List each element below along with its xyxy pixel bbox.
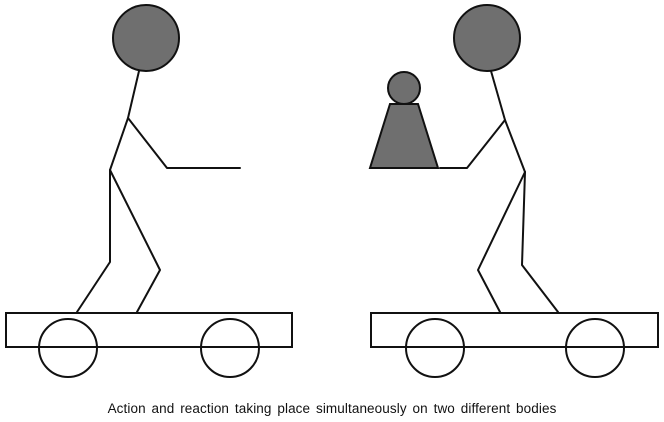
left-person-back-leg <box>76 169 111 313</box>
left-person-head <box>112 4 180 72</box>
right-person-torso <box>490 70 526 173</box>
weight-knob <box>387 71 421 105</box>
right-trolley-wheel-front <box>565 318 625 378</box>
left-person-figure <box>76 4 241 313</box>
right-person-arm <box>439 119 506 169</box>
right-trolley-wheel-rear <box>405 318 465 378</box>
right-trolley <box>370 312 659 378</box>
left-person-torso <box>109 70 140 171</box>
right-trolley-platform <box>370 312 659 348</box>
right-person-figure <box>439 4 559 313</box>
left-person-arm <box>127 117 241 169</box>
left-trolley-platform <box>5 312 293 348</box>
left-trolley <box>5 312 293 378</box>
weight-object <box>368 71 440 169</box>
right-person-head <box>453 4 521 72</box>
left-trolley-wheel-front <box>200 318 260 378</box>
left-trolley-wheel-rear <box>38 318 98 378</box>
right-person-back-leg <box>521 171 559 313</box>
left-person-front-leg <box>109 169 161 313</box>
right-person-front-leg <box>477 171 526 313</box>
weight-body <box>368 103 440 169</box>
diagram-caption: Action and reaction taking place simulta… <box>107 401 557 416</box>
